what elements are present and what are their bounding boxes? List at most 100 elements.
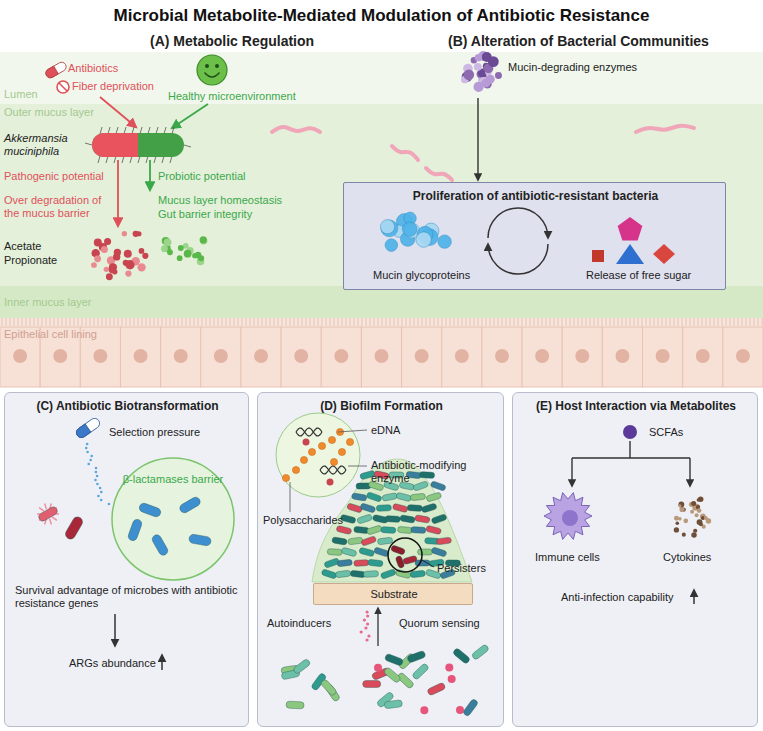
villus	[638, 318, 639, 326]
cell-nucleus	[696, 349, 710, 363]
arrow	[117, 160, 119, 226]
prohibition-sign	[57, 81, 69, 93]
item-label: Antibiotic-modifying enzyme	[371, 459, 501, 485]
metabolite-dot	[109, 263, 117, 271]
villus	[6, 318, 7, 326]
metabolite-dot	[137, 263, 145, 271]
villus	[438, 318, 439, 326]
flagellum	[154, 156, 156, 163]
villus	[70, 318, 71, 326]
villus	[458, 318, 459, 326]
arrow	[172, 104, 208, 128]
species-label: Akkermansia muciniphila	[4, 132, 82, 158]
villus	[154, 318, 155, 326]
villus	[98, 318, 99, 326]
villus	[442, 318, 443, 326]
villus	[662, 318, 663, 326]
villus	[58, 318, 59, 326]
villus	[522, 318, 523, 326]
villus	[162, 318, 163, 326]
enzyme-dot	[473, 82, 483, 92]
flagellum	[124, 127, 126, 134]
barrier-label: β-lactamases barrier	[111, 473, 235, 486]
flagellum	[106, 156, 108, 163]
enzyme-dot	[483, 63, 490, 70]
epithelial-cell	[683, 327, 723, 387]
item-label: Release of free sugar	[586, 269, 691, 282]
metabolite-dot	[127, 260, 134, 267]
villus	[302, 318, 303, 326]
metabolite-dot	[125, 263, 131, 269]
enzyme-dot	[478, 75, 488, 85]
epithelial-cell	[281, 327, 321, 387]
flagellum	[114, 156, 116, 163]
cell-nucleus	[13, 349, 27, 363]
villus	[566, 318, 567, 326]
antibiotic-capsule	[44, 61, 68, 80]
villus	[50, 318, 51, 326]
villus	[238, 318, 239, 326]
process-box: Proliferation of antibiotic-resistant ba…	[343, 182, 726, 290]
box-heading: Proliferation of antibiotic-resistant ba…	[344, 189, 727, 203]
villus	[742, 318, 743, 326]
villus	[338, 318, 339, 326]
item-label: Autoinducers	[267, 617, 331, 630]
metabolite-dot	[184, 250, 192, 258]
villus	[18, 318, 19, 326]
potential-label: Pathogenic potential	[4, 170, 104, 183]
enzyme-dot	[462, 72, 472, 82]
villus	[198, 318, 199, 326]
cell-nucleus	[575, 349, 589, 363]
panel-heading: (A) Metabolic Regulation	[150, 33, 314, 50]
item-label: Immune cells	[535, 551, 600, 564]
villus	[722, 318, 723, 326]
acetate-dots	[91, 231, 148, 280]
villus	[342, 318, 343, 326]
prohibition-ring	[57, 81, 69, 93]
villus	[694, 318, 695, 326]
villus	[758, 318, 759, 326]
metabolite-dot	[122, 231, 127, 236]
villus	[570, 318, 571, 326]
villus	[474, 318, 475, 326]
villus	[470, 318, 471, 326]
villus	[642, 318, 643, 326]
villus	[702, 318, 703, 326]
cell-nucleus	[736, 349, 750, 363]
villus	[754, 318, 755, 326]
mucus-bacterium	[636, 126, 694, 132]
metabolite-dot	[112, 269, 117, 274]
villus	[234, 318, 235, 326]
villus	[682, 318, 683, 326]
villus	[258, 318, 259, 326]
enzyme-dot	[463, 69, 474, 80]
metabolite-dot	[167, 249, 173, 255]
flagellum	[98, 156, 100, 163]
villus	[82, 318, 83, 326]
enzyme-dot	[479, 77, 489, 87]
epithelial-cell	[241, 327, 281, 387]
panel-heading: (B) Alteration of Bacterial Communities	[448, 33, 709, 50]
villus	[530, 318, 531, 326]
villus	[358, 318, 359, 326]
villus	[542, 318, 543, 326]
metabolite-label: Propionate	[4, 254, 57, 267]
metabolite-dot	[177, 255, 183, 261]
villus	[398, 318, 399, 326]
villus	[558, 318, 559, 326]
panel-box: (D) Biofilm FormationeDNAAntibiotic-modi…	[257, 392, 504, 727]
villus	[174, 318, 175, 326]
potential-label: Probiotic potential	[158, 170, 245, 183]
cell-nucleus	[134, 349, 148, 363]
flagellum	[172, 127, 174, 134]
villus	[706, 318, 707, 326]
villus	[394, 318, 395, 326]
flagellum	[138, 156, 140, 163]
villus	[14, 318, 15, 326]
villus	[634, 318, 635, 326]
cell-nucleus	[615, 349, 629, 363]
epithelial-cell	[201, 327, 241, 387]
villus	[266, 318, 267, 326]
metabolite-dot	[92, 249, 100, 257]
mucus-bacterium	[272, 127, 320, 132]
